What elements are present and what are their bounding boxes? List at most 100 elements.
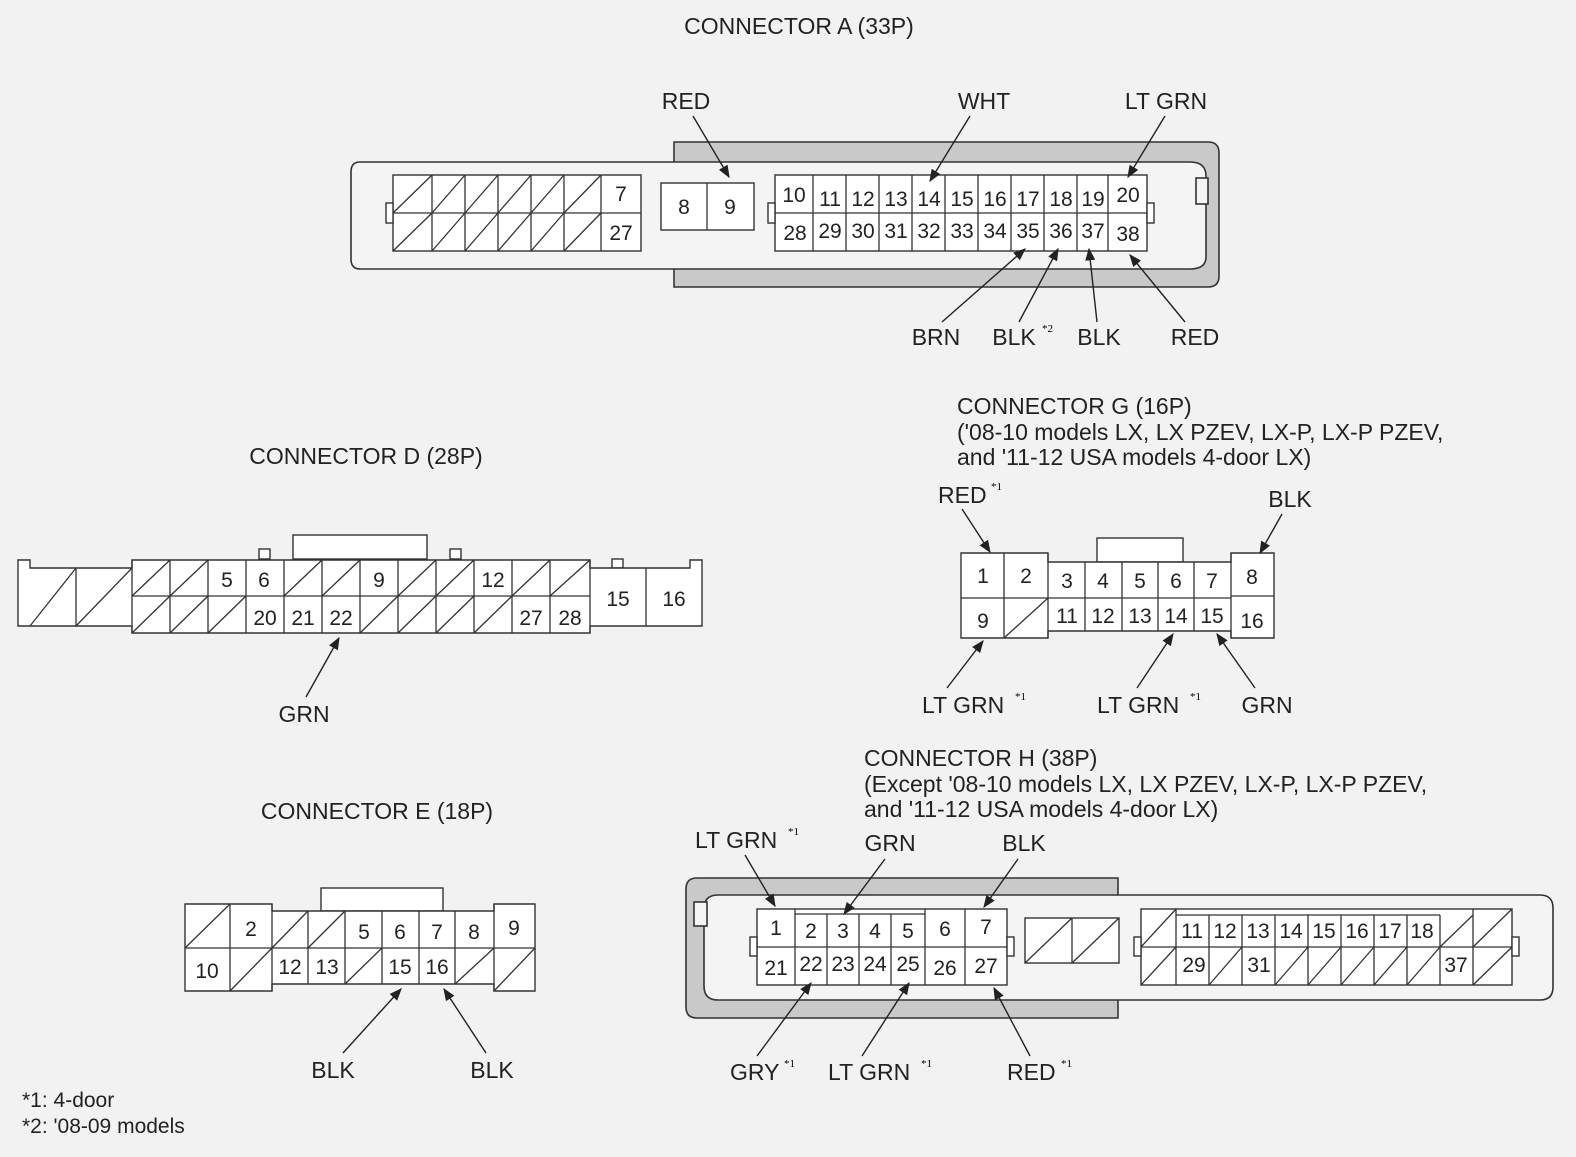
wire-mark-h-lt-grn-2: *1 [921, 1058, 932, 1070]
pin-a-19: 19 [1081, 188, 1104, 211]
pin-h-26: 26 [933, 957, 956, 980]
pin-g-16: 16 [1240, 610, 1263, 633]
connector-a: CONNECTOR A (33P) 7 27 8 9 [350, 13, 1220, 350]
pin-g-12: 12 [1091, 605, 1114, 628]
pin-e-16: 16 [425, 956, 448, 979]
connector-d-title: CONNECTOR D (28P) [249, 443, 482, 469]
pin-a-17: 17 [1016, 188, 1039, 211]
wire-label-e-blk: BLK [311, 1057, 355, 1083]
pin-g-3: 3 [1061, 570, 1073, 593]
pin-a-13: 13 [884, 188, 907, 211]
pin-h-11: 11 [1181, 920, 1203, 943]
pin-h-24: 24 [863, 953, 887, 976]
pin-h-6: 6 [939, 918, 951, 941]
wire-label-e-blk-2: BLK [470, 1057, 514, 1083]
pin-e-7: 7 [431, 921, 443, 944]
pin-e-8: 8 [468, 921, 480, 944]
pin-d-16: 16 [662, 588, 685, 611]
pin-g-11: 11 [1056, 605, 1078, 628]
connector-h-title: CONNECTOR H (38P) [864, 745, 1097, 771]
pin-h-23: 23 [831, 953, 854, 976]
pin-g-9: 9 [977, 610, 989, 633]
wire-label-h-red: RED [1007, 1059, 1056, 1085]
pin-h-37: 37 [1444, 954, 1467, 977]
pin-a-16: 16 [983, 188, 1006, 211]
pin-a-8: 8 [678, 196, 690, 219]
wire-mark-g-lt-grn: *1 [1015, 691, 1026, 703]
pin-g-6: 6 [1170, 570, 1182, 593]
pin-a-20: 20 [1116, 184, 1139, 207]
pin-g-1: 1 [977, 565, 989, 588]
pin-g-4: 4 [1097, 570, 1109, 593]
pin-a-30: 30 [851, 220, 874, 243]
wire-label-g-grn: GRN [1241, 692, 1292, 718]
pin-d-28: 28 [558, 607, 581, 630]
wire-mark-g-lt-grn-2: *1 [1190, 691, 1201, 703]
pin-d-12: 12 [481, 569, 504, 592]
pin-a-10: 10 [782, 184, 805, 207]
pin-d-5: 5 [221, 569, 233, 592]
pin-h-13: 13 [1246, 920, 1269, 943]
pin-a-35: 35 [1016, 220, 1039, 243]
wire-label-g-lt-grn-2: LT GRN [1097, 692, 1179, 718]
pin-e-6: 6 [394, 921, 406, 944]
wire-label-a-red-2: RED [1171, 324, 1220, 350]
connector-g-subtitle-1: ('08-10 models LX, LX PZEV, LX-P, LX-P P… [957, 419, 1443, 445]
pin-h-25: 25 [896, 953, 919, 976]
pin-a-7: 7 [615, 183, 627, 206]
pin-h-14: 14 [1279, 920, 1303, 943]
footnotes: *1: 4-door *2: '08-09 models [22, 1089, 185, 1138]
wire-label-h-gry: GRY [730, 1059, 779, 1085]
wire-label-a-brn: BRN [912, 324, 961, 350]
pin-h-22: 22 [799, 953, 822, 976]
connector-g-body [960, 552, 1275, 639]
pin-e-10: 10 [195, 960, 218, 983]
pin-g-2: 2 [1020, 565, 1032, 588]
connector-h: CONNECTOR H (38P) (Except '08-10 models … [685, 745, 1554, 1085]
pin-h-15: 15 [1312, 920, 1335, 943]
connector-h-subtitle-1: (Except '08-10 models LX, LX PZEV, LX-P,… [864, 771, 1427, 797]
pin-h-1: 1 [770, 917, 782, 940]
wire-mark-h-gry: *1 [784, 1058, 795, 1070]
connector-a-title: CONNECTOR A (33P) [684, 13, 914, 39]
pin-d-9: 9 [373, 569, 385, 592]
pin-a-29: 29 [818, 220, 841, 243]
pin-g-5: 5 [1134, 570, 1146, 593]
pin-a-14: 14 [917, 188, 941, 211]
pin-a-37: 37 [1081, 220, 1104, 243]
pin-d-6: 6 [258, 569, 270, 592]
pin-a-15: 15 [950, 188, 973, 211]
pin-d-22: 22 [329, 607, 352, 630]
wire-label-h-grn: GRN [864, 830, 915, 856]
pin-h-5: 5 [902, 920, 914, 943]
pin-a-36: 36 [1049, 220, 1072, 243]
pin-a-11: 11 [819, 188, 841, 211]
pin-h-12: 12 [1213, 920, 1236, 943]
pin-a-9: 9 [724, 196, 736, 219]
connector-a-latch [1195, 177, 1209, 205]
pin-e-9: 9 [508, 917, 520, 940]
pin-e-13: 13 [315, 956, 338, 979]
pin-h-17: 17 [1378, 920, 1401, 943]
connector-g-subtitle-2: and '11-12 USA models 4-door LX) [957, 444, 1311, 470]
pin-h-4: 4 [869, 920, 881, 943]
footnote-2: *2: '08-09 models [22, 1115, 185, 1138]
pin-d-20: 20 [253, 607, 276, 630]
connector-g: CONNECTOR G (16P) ('08-10 models LX, LX … [922, 393, 1443, 718]
wire-label-a-red: RED [662, 88, 711, 114]
wire-label-h-lt-grn: LT GRN [695, 827, 777, 853]
wire-label-g-red: RED [938, 482, 987, 508]
pin-a-34: 34 [983, 220, 1007, 243]
pin-h-29: 29 [1182, 954, 1205, 977]
pin-h-18: 18 [1410, 920, 1433, 943]
pin-e-15: 15 [388, 956, 411, 979]
pin-g-7: 7 [1206, 570, 1218, 593]
connector-d: CONNECTOR D (28P) [17, 443, 703, 727]
pin-g-15: 15 [1200, 605, 1223, 628]
wire-label-a-blk: BLK [1077, 324, 1121, 350]
wire-label-h-lt-grn-2: LT GRN [828, 1059, 910, 1085]
wire-label-h-blk: BLK [1002, 830, 1046, 856]
connector-g-title: CONNECTOR G (16P) [957, 393, 1192, 419]
wire-mark-g-red: *1 [991, 481, 1002, 493]
